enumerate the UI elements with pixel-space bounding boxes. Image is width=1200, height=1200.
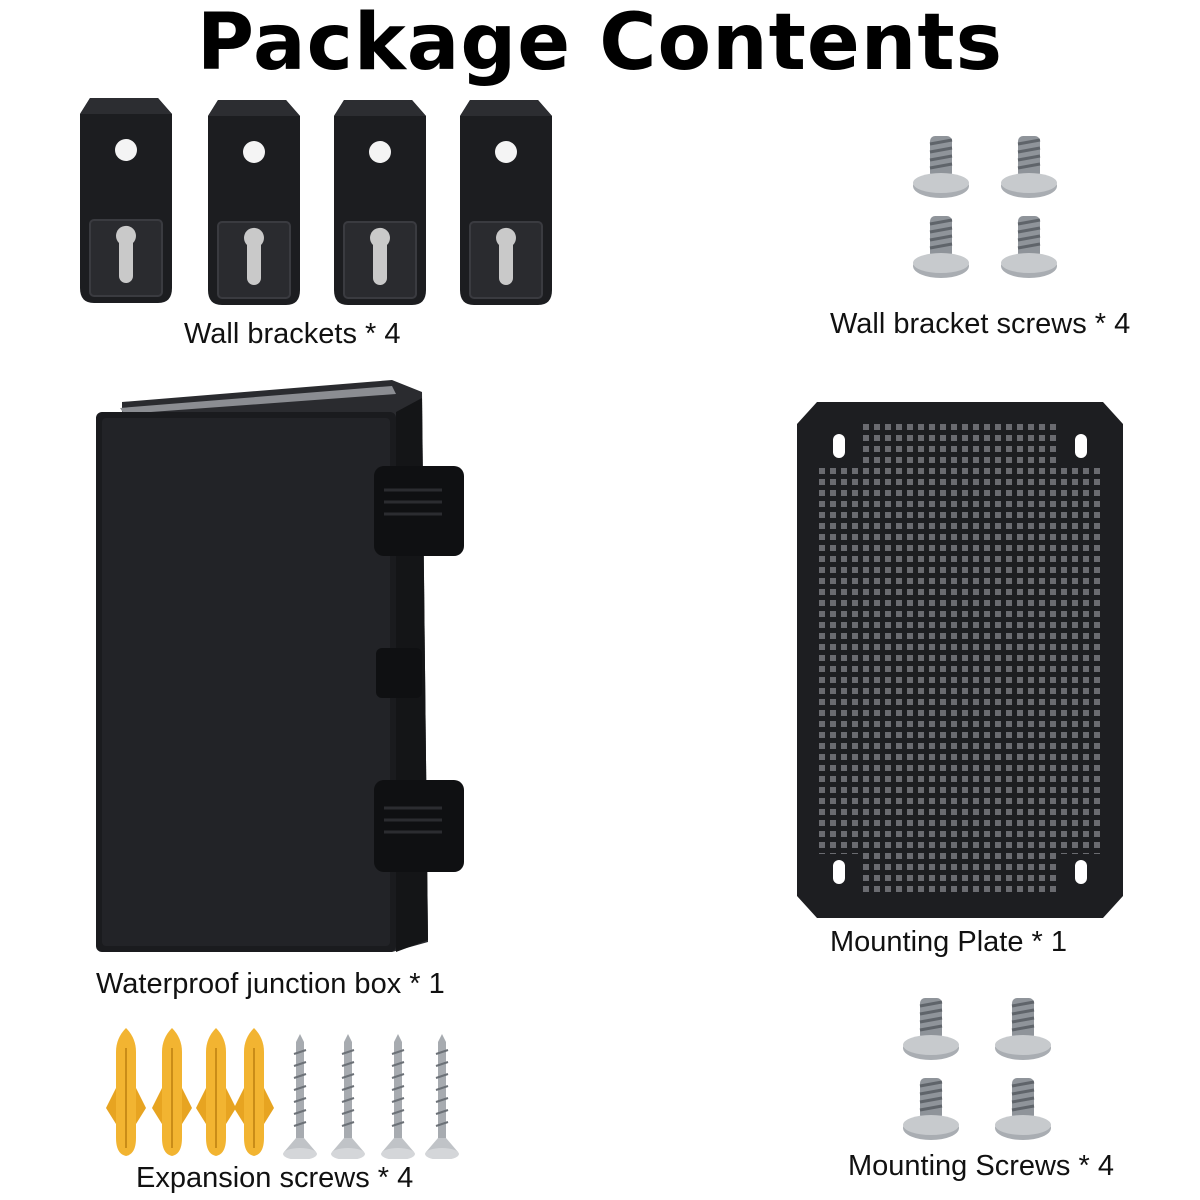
- wall-bracket-screws-label: Wall bracket screws * 4: [830, 308, 1131, 340]
- mounting-screws-label: Mounting Screws * 4: [848, 1150, 1114, 1182]
- screw-icon: [901, 996, 1053, 1142]
- wall-brackets-group: [78, 96, 578, 311]
- wall-brackets-label: Wall brackets * 4: [184, 318, 401, 350]
- page-title: Package Contents: [196, 0, 1004, 88]
- wall-anchor-icon: [105, 1027, 460, 1159]
- perforated-plate-icon: [797, 402, 1123, 918]
- wall-bracket-icon: [79, 97, 553, 306]
- mounting-screws-group: [900, 994, 1060, 1149]
- mounting-plate-art: [795, 400, 1125, 920]
- expansion-screws-label: Expansion screws * 4: [136, 1162, 414, 1194]
- screw-icon: [911, 134, 1059, 280]
- wall-bracket-screws-group: [910, 132, 1070, 292]
- expansion-screws-group: [100, 1024, 480, 1159]
- junction-box-label: Waterproof junction box * 1: [96, 968, 445, 1000]
- mounting-plate-label: Mounting Plate * 1: [830, 926, 1067, 958]
- junction-box-icon: [96, 380, 464, 952]
- junction-box-art: [92, 372, 482, 962]
